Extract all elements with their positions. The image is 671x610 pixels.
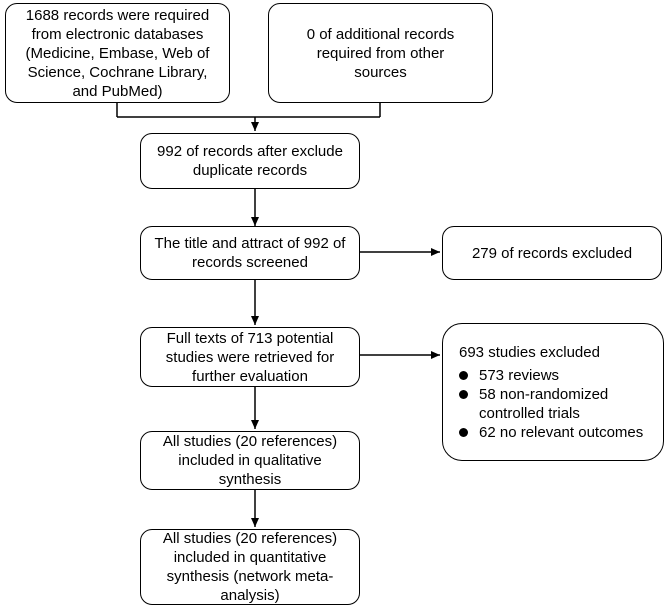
excluded-full-title: 693 studies excluded xyxy=(459,343,600,361)
qualitative-box: All studies (20 references) included in … xyxy=(140,431,360,490)
qualitative-text: All studies (20 references) included in … xyxy=(162,433,338,488)
screened-box: The title and attract of 992 of records … xyxy=(140,226,360,280)
excluded-full-box: 693 studies excluded 573 reviews 58 non-… xyxy=(442,323,664,461)
after-duplicates-text: 992 of records after exclude duplicate r… xyxy=(157,143,343,179)
quantitative-box: All studies (20 references) included in … xyxy=(140,529,360,605)
excluded-screen-text: 279 of records excluded xyxy=(471,244,633,262)
screened-text: The title and attract of 992 of records … xyxy=(154,235,346,271)
exclusion-reason: 62 no relevant outcomes xyxy=(459,423,655,442)
quantitative-text: All studies (20 references) included in … xyxy=(162,530,338,604)
other-records-box: 0 of additional records required from ot… xyxy=(268,3,493,103)
exclusion-reason: 573 reviews xyxy=(459,366,655,385)
after-duplicates-box: 992 of records after exclude duplicate r… xyxy=(140,133,360,189)
db-records-text: 1688 records were required from electron… xyxy=(25,6,210,100)
db-records-box: 1688 records were required from electron… xyxy=(5,3,230,103)
excluded-screen-box: 279 of records excluded xyxy=(442,226,662,280)
exclusion-reason: 58 non-randomized controlled trials xyxy=(459,385,655,423)
full-texts-box: Full texts of 713 potential studies were… xyxy=(140,327,360,387)
other-records-text: 0 of additional records required from ot… xyxy=(306,25,455,81)
exclusion-reasons-list: 573 reviews 58 non-randomized controlled… xyxy=(459,366,655,442)
full-texts-text: Full texts of 713 potential studies were… xyxy=(165,329,335,385)
